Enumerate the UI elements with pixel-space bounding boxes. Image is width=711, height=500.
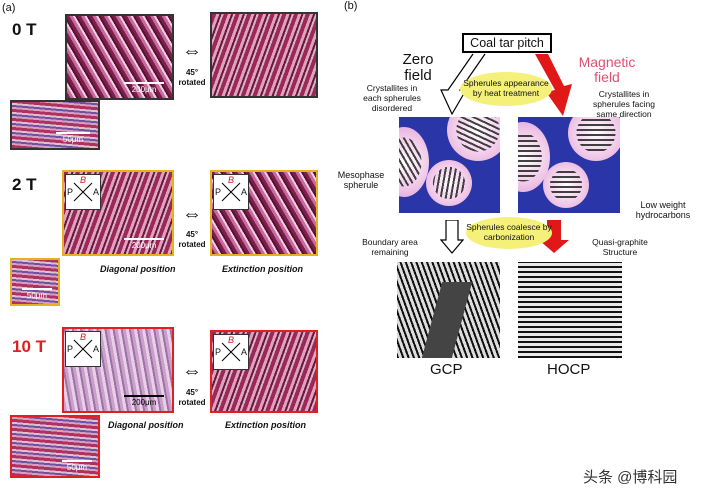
diagonal-caption: Diagonal position <box>100 264 176 274</box>
zero-field-spherules <box>399 117 500 213</box>
scale-bar: 50μm <box>22 288 52 300</box>
field-0t-label: 0 T <box>12 20 37 39</box>
scale-bar: 200μm <box>124 82 164 94</box>
watermark: 头条 @博科园 <box>583 469 678 486</box>
field-10t-label: 10 T <box>12 337 47 356</box>
right-note: Crystallites in spherules facing same di… <box>593 89 655 119</box>
rotation-label: 45° rotated <box>178 230 206 249</box>
extinction-caption: Extinction position <box>225 420 306 430</box>
panel-a-label: (a) <box>2 2 16 14</box>
down-arrow-red-icon <box>539 220 569 253</box>
rotation-label: 45° rotated <box>178 68 206 87</box>
scale-bar: 50μm <box>56 132 90 144</box>
hocp-structure-image <box>518 262 622 358</box>
step-heat-treatment: Spherules appearance by heat treatment <box>460 72 552 106</box>
micrograph-0t-main: 200μm <box>65 14 174 100</box>
diagonal-caption: Diagonal position <box>108 420 184 430</box>
extinction-caption: Extinction position <box>222 264 303 274</box>
step-carbonization: Spherules coalesce by carbonization <box>466 217 552 249</box>
field-2t-label: 2 T <box>12 175 37 194</box>
rotation-label: 45° rotated <box>178 388 206 407</box>
coal-tar-pitch-box: Coal tar pitch <box>462 33 552 53</box>
double-arrow-icon: ⇔ <box>182 360 202 382</box>
down-arrow-white-icon <box>440 220 464 254</box>
scale-bar: 200μm <box>124 395 164 407</box>
double-arrow-icon: ⇔ <box>182 40 202 62</box>
scale-bar: 200μm <box>124 238 164 250</box>
low-weight-label: Low weight hydrocarbons <box>635 200 691 221</box>
micrograph-0t-rotated <box>210 12 318 98</box>
magnetic-field-spherules <box>518 117 620 213</box>
zero-field-label: Zero field <box>402 51 434 84</box>
scale-bar: 50μm <box>62 460 92 472</box>
magnetic-field-label: Magnetic field <box>578 54 636 86</box>
micrograph-2t-inset: 50μm <box>10 258 60 306</box>
double-arrow-icon: ⇔ <box>182 203 202 225</box>
mesophase-label: Mesophase spherule <box>337 170 385 191</box>
hocp-label: HOCP <box>547 361 591 378</box>
gcp-label: GCP <box>430 361 463 378</box>
micrograph-10t-main: 200μm <box>62 327 174 413</box>
micrograph-10t-inset: 50μm <box>10 415 100 478</box>
magnetic-field-arrow-icon <box>535 54 572 116</box>
panel-b-label: (b) <box>344 0 358 12</box>
boundary-label: Boundary area remaining <box>362 237 418 257</box>
micrograph-0t-inset: 50μm <box>10 100 100 150</box>
quasi-graphite-label: Quasi-graphite Structure <box>592 237 648 257</box>
left-note: Crystallites in each spherules disordere… <box>363 83 421 113</box>
gcp-structure-image <box>397 262 500 358</box>
